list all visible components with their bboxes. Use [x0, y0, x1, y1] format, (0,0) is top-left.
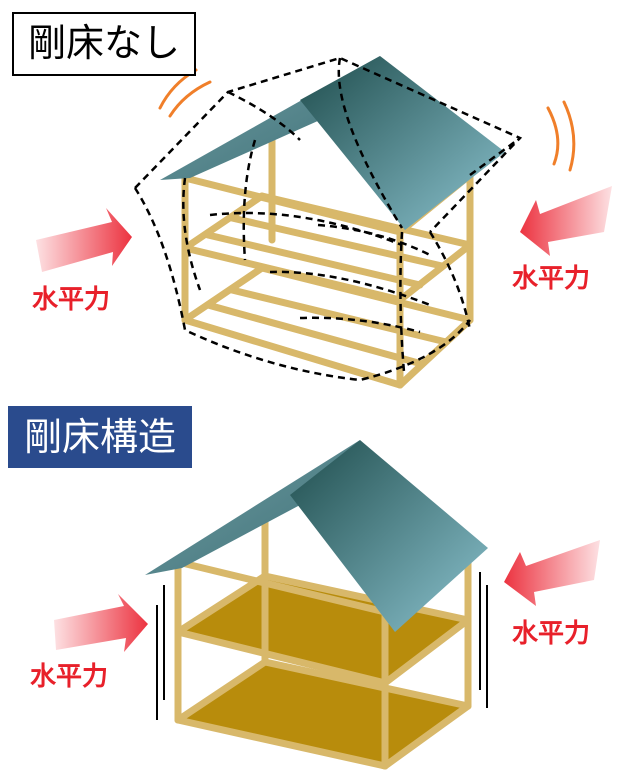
force-label-top-left: 水平力 [32, 285, 111, 315]
house-without-rigid-floor [36, 56, 612, 389]
gable-roof-icon [160, 56, 505, 230]
force-label-bottom-right: 水平力 [512, 619, 591, 649]
house-frame-icon [174, 506, 472, 770]
rigid-floor-panel [183, 576, 468, 766]
section-title-rigid-floor-structure: 剛床構造 [8, 406, 193, 468]
deformed-outline [133, 56, 523, 382]
horizontal-force-arrow-icon [36, 208, 132, 272]
horizontal-force-arrow-icon [504, 540, 600, 606]
force-label-top-right: 水平力 [512, 264, 591, 294]
force-label-bottom-left: 水平力 [30, 662, 109, 692]
house-rigid-floor-structure [54, 440, 600, 770]
horizontal-force-arrow-icon [54, 594, 148, 652]
section-title-without-rigid-floor: 剛床なし [12, 12, 197, 76]
gable-roof-icon [145, 440, 488, 632]
horizontal-force-arrow-icon [520, 186, 612, 256]
vibration-mark-icon [156, 572, 488, 720]
